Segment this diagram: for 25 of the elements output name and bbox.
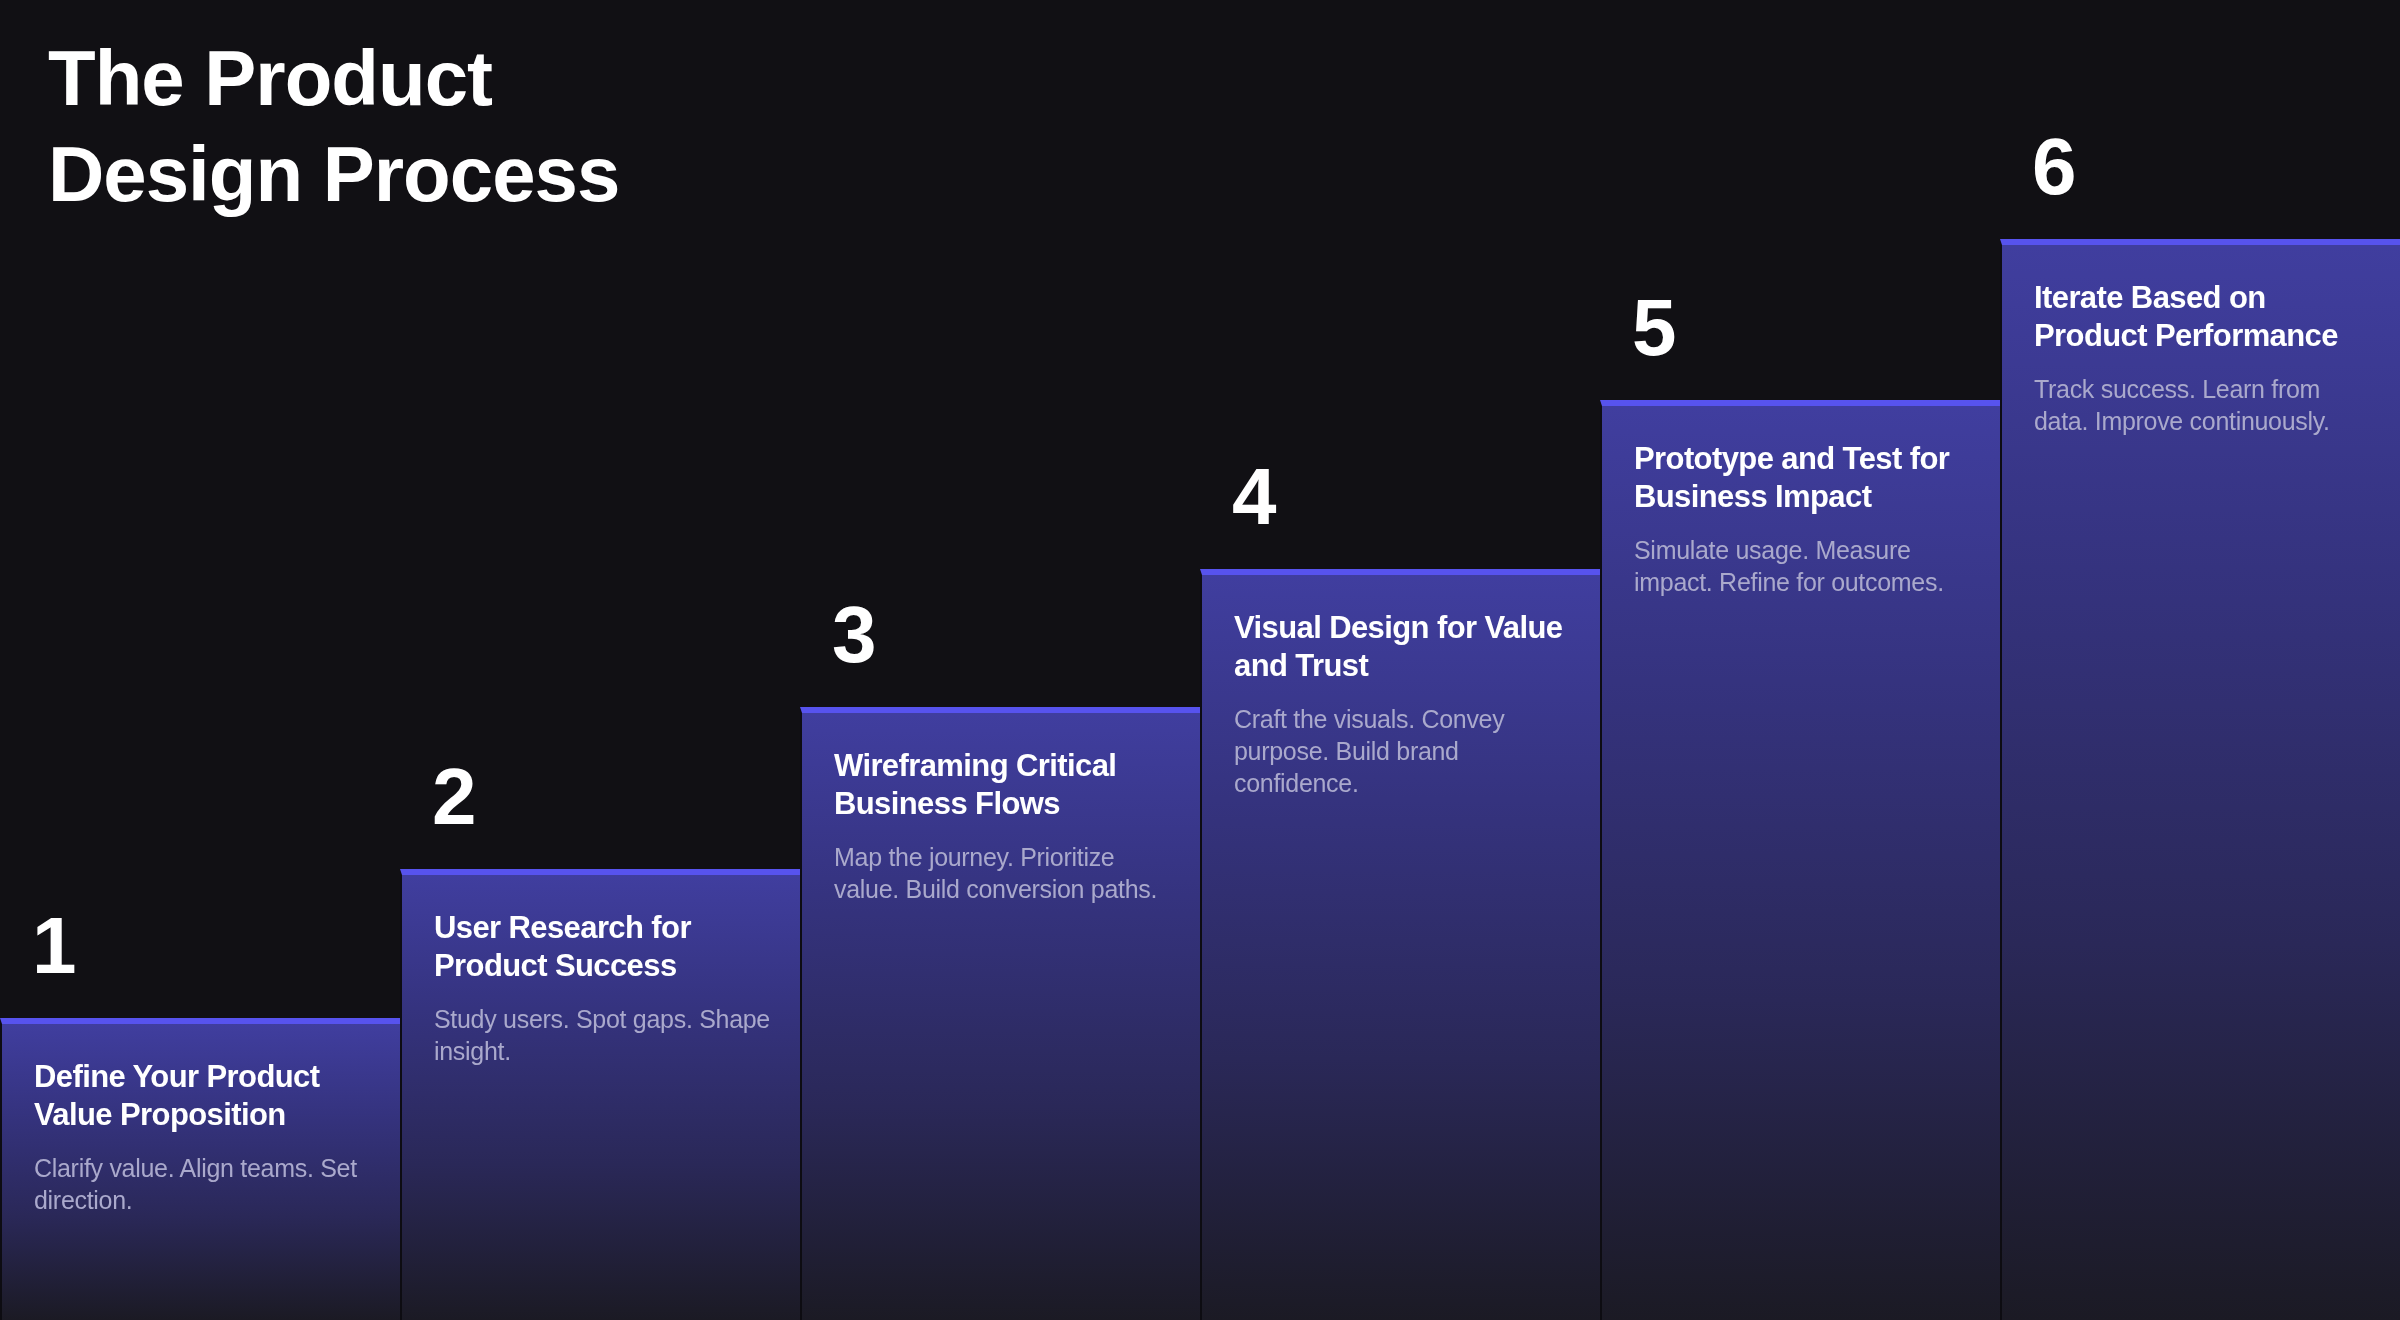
step-description: Simulate usage. Measure impact. Refine for outcomes. <box>1634 535 1945 598</box>
title: The Product Design Process <box>48 33 621 220</box>
step-description: Clarify value. Align teams. Set direction. <box>34 1153 358 1216</box>
step-bar <box>0 1018 400 1320</box>
step-description: Study users. Spot gaps. Shape insight. <box>434 1004 770 1067</box>
step-description: Craft the visuals. Convey purpose. Build brand confidence. <box>1234 704 1506 799</box>
step-heading: Prototype and Test for Business Impact <box>1634 440 1951 516</box>
step-heading: User Research for Product Success <box>434 909 692 985</box>
step-number: 5 <box>1632 288 1677 368</box>
step-heading: Iterate Based on Product Performance <box>2034 279 2339 355</box>
step-number: 1 <box>32 906 77 986</box>
step-bar <box>400 869 800 1320</box>
step-bar <box>2000 239 2400 1320</box>
step-heading: Visual Design for Value and Trust <box>1234 609 1564 685</box>
step-description: Map the journey. Prioritize value. Build conversion paths. <box>834 842 1159 905</box>
step-bar <box>1600 400 2000 1320</box>
step-bar <box>800 707 1200 1320</box>
step-heading: Define Your Product Value Proposition <box>34 1058 321 1134</box>
step-number: 2 <box>432 757 477 837</box>
step-number: 6 <box>2032 127 2077 207</box>
step-number: 3 <box>832 595 877 675</box>
step-bar <box>1200 569 1600 1320</box>
step-heading: Wireframing Critical Business Flows <box>834 747 1118 823</box>
step-number: 4 <box>1232 457 1277 537</box>
step-description: Track success. Learn from data. Improve continuously. <box>2034 374 2331 437</box>
